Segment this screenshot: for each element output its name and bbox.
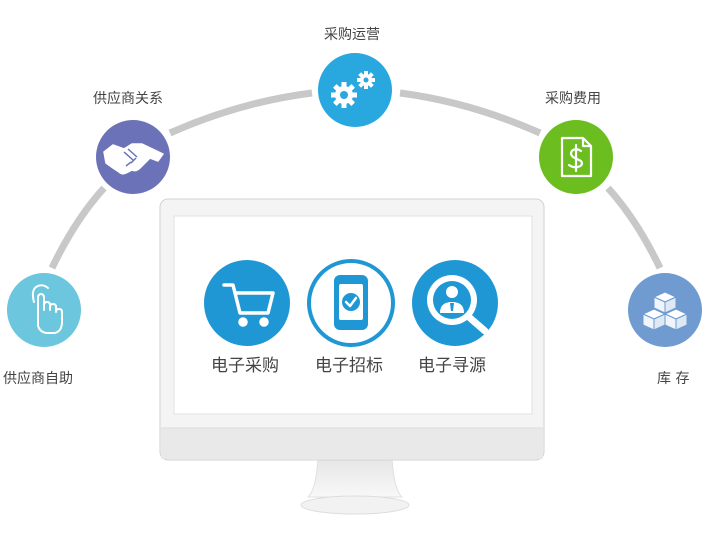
arc-segment	[605, 185, 664, 270]
arc-segment	[48, 185, 107, 270]
monitor-base	[300, 495, 410, 515]
procurement-operations-circle	[318, 53, 392, 127]
label-procurement-operations: 采购运营	[324, 27, 380, 43]
e-procurement-circle	[204, 260, 290, 346]
label-supplier-self-service: 供应商自助	[3, 371, 73, 387]
node-supplier-self-service[interactable]	[7, 273, 81, 347]
center-item-e-procurement[interactable]	[204, 260, 290, 346]
label-inventory: 库 存	[657, 371, 690, 387]
node-supplier-relationship[interactable]	[96, 120, 170, 194]
node-procurement-operations[interactable]	[318, 53, 392, 127]
shopping-cart-icon	[222, 283, 275, 327]
monitor-chin	[161, 428, 543, 459]
label-supplier-relationship: 供应商关系	[93, 91, 163, 107]
gears-icon	[331, 71, 375, 108]
arc-segment	[168, 89, 313, 137]
mobile-check-icon	[334, 275, 368, 330]
label-e-sourcing: 电子寻源	[418, 356, 486, 376]
node-inventory[interactable]	[628, 273, 702, 347]
monitor-stand	[306, 457, 404, 498]
arc-segment	[399, 89, 542, 137]
label-procurement-cost: 采购费用	[545, 91, 601, 107]
boxes-icon	[641, 291, 689, 331]
dollar-document-icon	[560, 136, 593, 178]
magnifier-person-icon	[427, 275, 489, 335]
node-procurement-cost[interactable]	[539, 120, 613, 194]
touch-hand-icon	[31, 284, 63, 334]
center-item-e-bidding[interactable]	[307, 259, 395, 347]
connector-arc	[48, 89, 664, 270]
label-e-procurement: 电子采购	[211, 356, 279, 376]
handshake-icon	[103, 143, 164, 175]
center-item-e-sourcing[interactable]	[412, 260, 498, 346]
label-e-bidding: 电子招标	[315, 356, 383, 376]
